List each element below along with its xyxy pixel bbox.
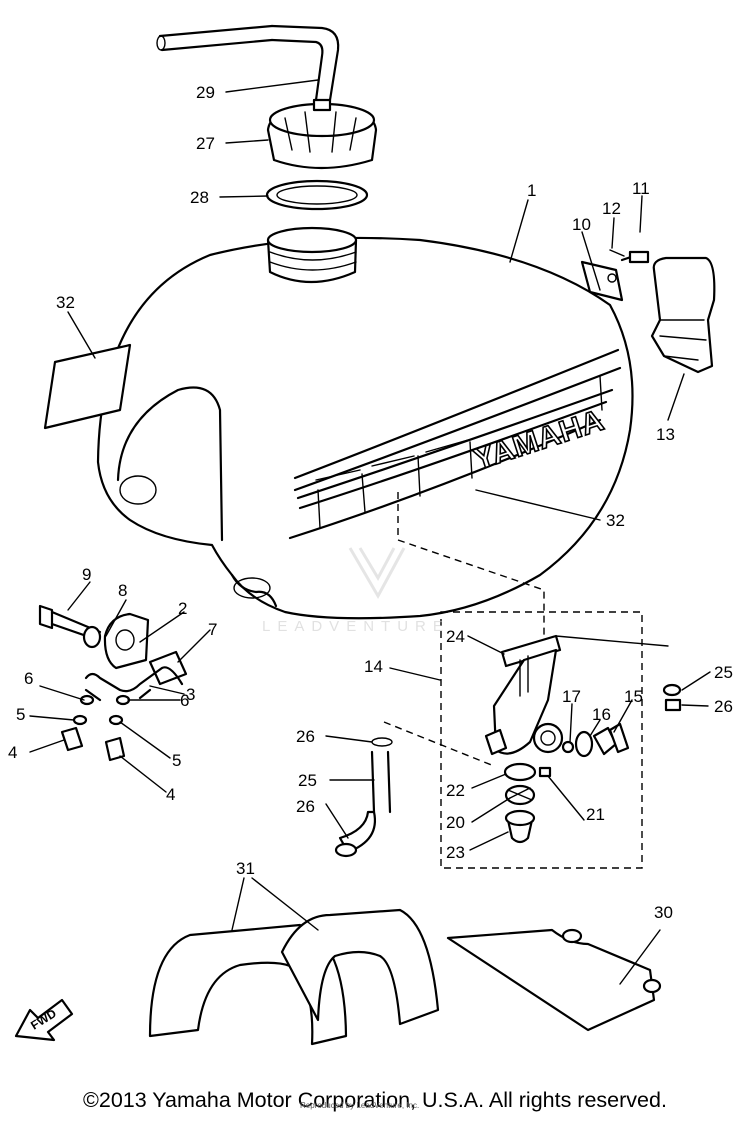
callout-19: 21 [586, 805, 605, 824]
callout-21: 23 [446, 843, 465, 862]
callout-5-left: 5 [16, 705, 25, 724]
callout-11: 11 [632, 179, 650, 198]
part-fuel-cap-27 [266, 98, 378, 170]
callout-4-left: 4 [8, 743, 17, 762]
part-decal-32 [43, 343, 132, 430]
callout-26-bottom: 26 [296, 797, 315, 816]
callout-4-right: 4 [166, 785, 175, 804]
part-covers-31 [148, 908, 440, 1046]
copyright-notice: ©2013 Yamaha Motor Corporation, U.S.A. A… [83, 1088, 667, 1112]
callout-18: 20 [446, 813, 465, 832]
part-damper-13 [650, 256, 716, 374]
callout-leaders [29, 79, 711, 985]
callout-27: 27 [196, 134, 215, 153]
svg-text:LEADVENTURE: LEADVENTURE [262, 618, 450, 635]
callout-12: 12 [602, 199, 621, 218]
callout-5-right: 5 [172, 751, 181, 770]
callout-14: 14 [364, 657, 383, 676]
leadventure-watermark: LEADVENTURE [262, 547, 450, 635]
part-plate-30 [446, 928, 662, 1032]
callout-8: 8 [118, 581, 127, 600]
part-gasket-28 [265, 179, 369, 211]
part-fuel-cock-14 [397, 492, 682, 869]
part-fuel-tank-1: YAMAHA [96, 226, 634, 620]
part-bracket-10-11-12 [580, 249, 650, 302]
callout-2: 2 [178, 599, 187, 618]
callout-31: 31 [236, 859, 255, 878]
callout-32-right: 32 [606, 511, 625, 530]
callout-6-right: 6 [180, 691, 189, 710]
callout-3: 3 [186, 685, 195, 704]
callout-26-top: 26 [296, 727, 315, 746]
callout-1: 1 [527, 181, 536, 200]
callout-numbers: 29 27 28 1 10 12 11 13 32 32 9 8 2 7 3 6… [8, 83, 733, 922]
callout-30: 30 [654, 903, 673, 922]
callout-9: 9 [82, 565, 91, 584]
callout-29: 29 [196, 83, 215, 102]
callout-20: 22 [446, 781, 465, 800]
fwd-arrow-icon: FWD [14, 998, 74, 1042]
reproduced-by-notice: Reproduced by LeadVenture, Inc. [300, 1101, 420, 1110]
callout-25: 25 [298, 771, 317, 790]
callout-6-left: 6 [24, 669, 33, 688]
callout-10: 10 [572, 215, 591, 234]
callout-17: 17 [562, 687, 581, 706]
callout-24: 26 [714, 697, 733, 716]
callout-28: 28 [190, 188, 209, 207]
callout-16: 16 [592, 705, 611, 724]
callout-32-left: 32 [56, 293, 75, 312]
callout-7: 7 [208, 620, 217, 639]
part-hose-29 [156, 24, 340, 102]
part-mount-2-9 [38, 604, 188, 762]
callout-13: 13 [656, 425, 675, 444]
callout-23: 25 [714, 663, 733, 682]
part-hose-25-26 [334, 721, 495, 858]
callout-22: 24 [446, 627, 465, 646]
callout-15: 15 [624, 687, 643, 706]
